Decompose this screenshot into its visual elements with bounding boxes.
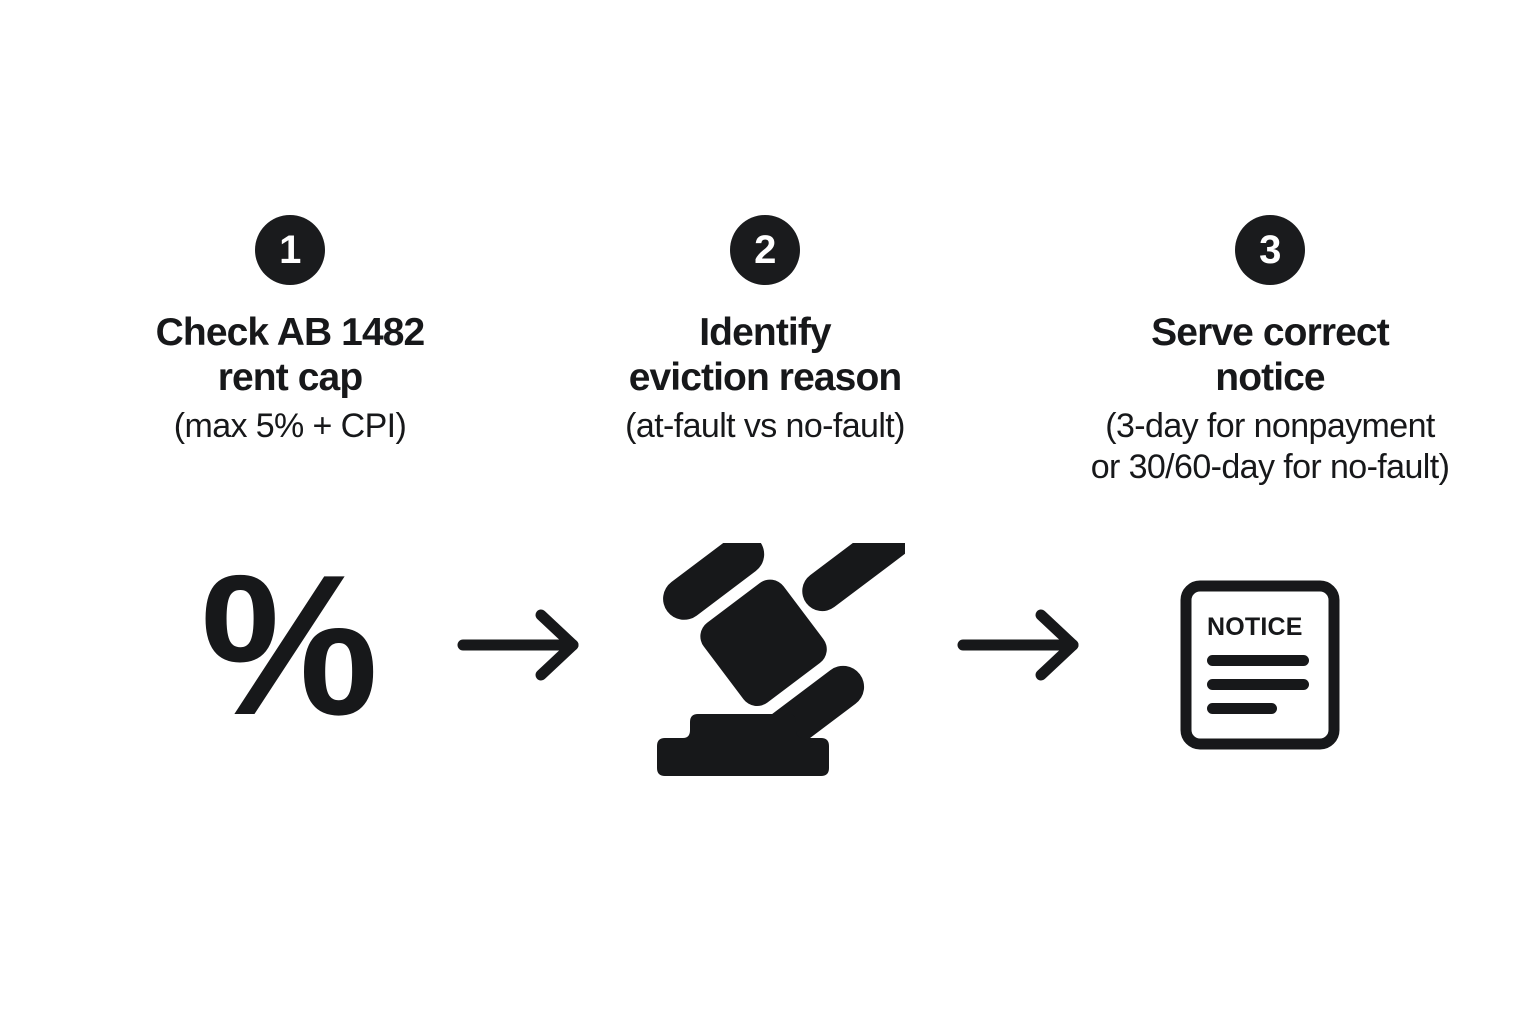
step-2: 2 Identify eviction reason (at-fault vs … bbox=[545, 215, 985, 447]
step-2-number: 2 bbox=[754, 228, 776, 272]
step-3-number-badge: 3 bbox=[1235, 215, 1305, 285]
step-1-subline: (max 5% + CPI) bbox=[173, 407, 407, 446]
step-2-icon bbox=[630, 540, 910, 780]
step-3-subline: (3-day for nonpayment or 30/60-day for n… bbox=[1090, 407, 1450, 486]
notice-line-1 bbox=[1207, 655, 1309, 666]
arrow-right-icon bbox=[957, 609, 1079, 681]
step-3: 3 Serve correct notice (3-day for nonpay… bbox=[1020, 215, 1520, 487]
step-1-headline: Check AB 1482 rent cap bbox=[155, 311, 426, 400]
step-1-icon: % bbox=[180, 546, 395, 750]
step-3-icon: NOTICE bbox=[1165, 575, 1355, 755]
arrow-1 bbox=[450, 600, 600, 690]
step-1: 1 Check AB 1482 rent cap (max 5% + CPI) bbox=[50, 215, 530, 447]
step-1-number-badge: 1 bbox=[255, 215, 325, 285]
step-2-number-badge: 2 bbox=[730, 215, 800, 285]
percent-icon: % bbox=[200, 534, 379, 757]
notice-document-icon: NOTICE bbox=[1180, 580, 1340, 750]
arrow-right-icon bbox=[457, 609, 579, 681]
icon-row: % bbox=[0, 540, 1536, 790]
notice-line-3 bbox=[1207, 703, 1277, 714]
step-1-number: 1 bbox=[279, 228, 301, 272]
arrow-2 bbox=[950, 600, 1100, 690]
step-2-headline: Identify eviction reason bbox=[628, 311, 903, 400]
notice-line-2 bbox=[1207, 679, 1309, 690]
notice-label: NOTICE bbox=[1207, 613, 1303, 641]
gavel-icon bbox=[657, 542, 905, 776]
step-3-headline: Serve correct notice bbox=[1151, 311, 1390, 400]
step-3-number: 3 bbox=[1259, 228, 1281, 272]
step-2-subline: (at-fault vs no-fault) bbox=[625, 407, 905, 446]
